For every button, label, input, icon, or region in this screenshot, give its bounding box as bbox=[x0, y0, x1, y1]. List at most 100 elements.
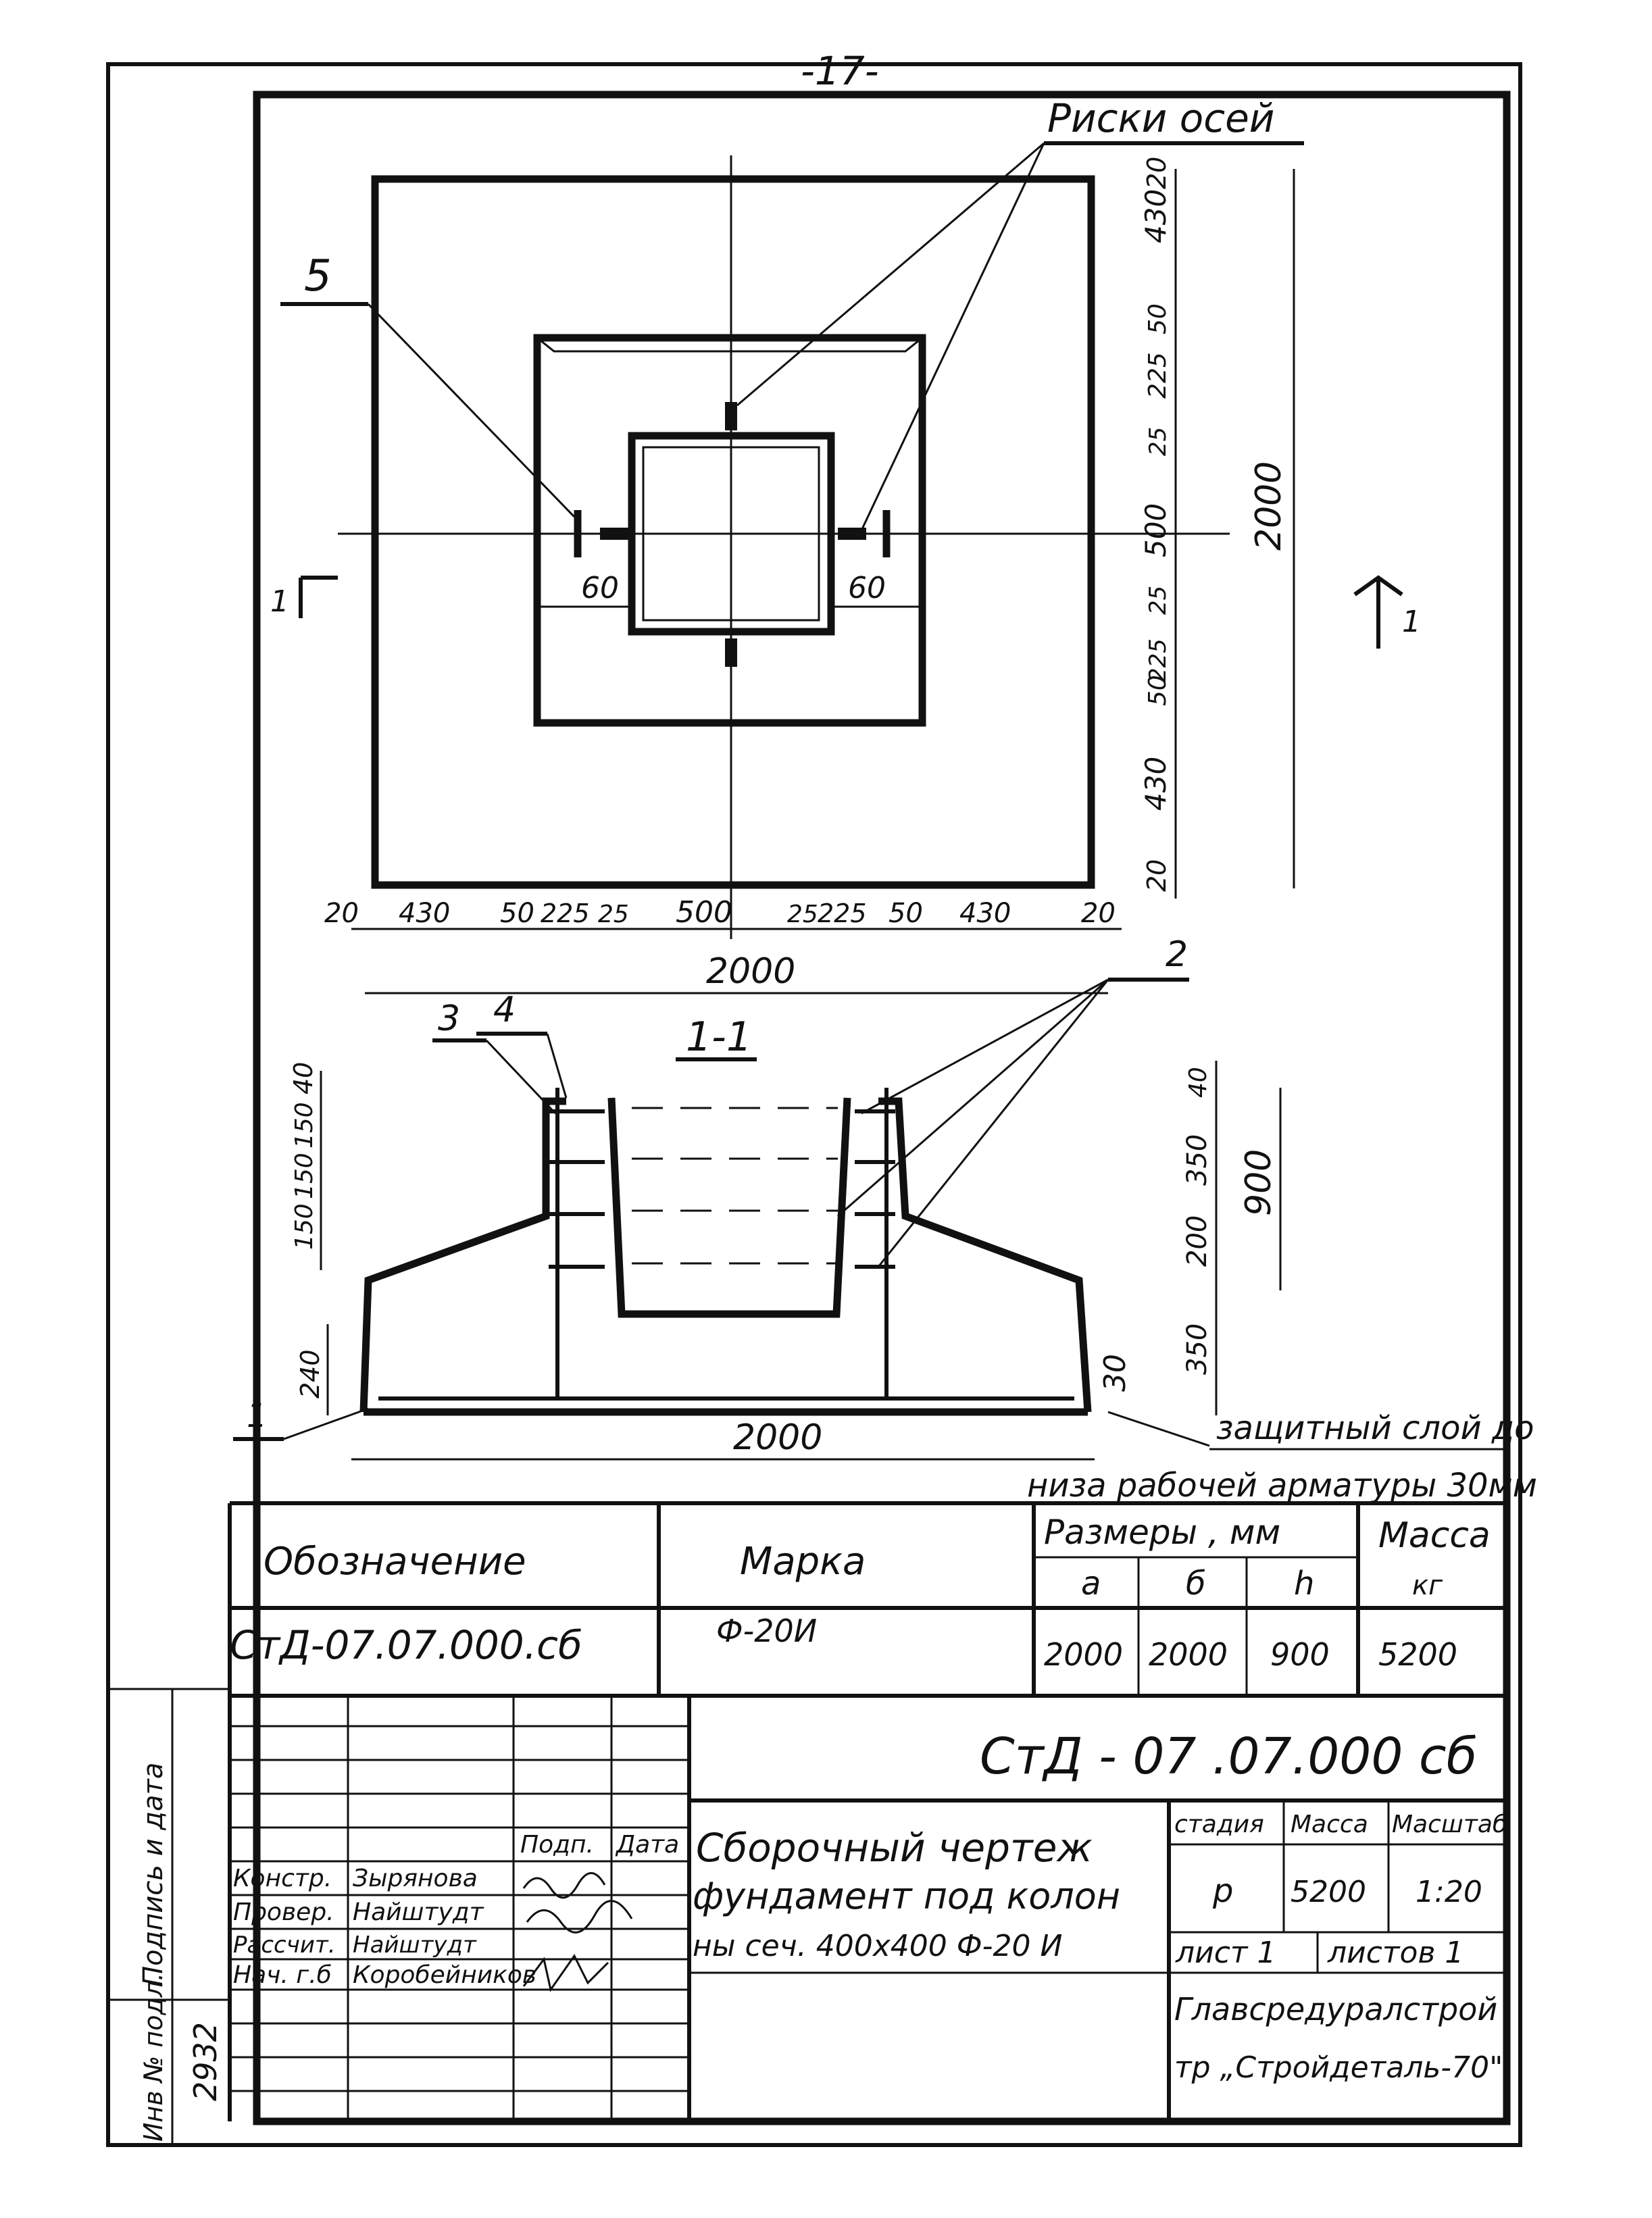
section-profile-left bbox=[359, 1097, 566, 1413]
section-dim-left: 40 bbox=[289, 1062, 318, 1094]
section-mark-left-number: 1 bbox=[270, 584, 289, 619]
leader-3-number: 3 bbox=[438, 999, 460, 1039]
hdr-dim-b: б bbox=[1186, 1565, 1206, 1603]
axis-marks-leader-2 bbox=[860, 143, 1045, 531]
tb-stage-label: стадия bbox=[1174, 1811, 1264, 1838]
axis-tick-left bbox=[600, 528, 628, 540]
hdr-mass: Масса bbox=[1378, 1515, 1491, 1556]
section-dim-right: 200 bbox=[1182, 1215, 1213, 1267]
title-block: СтД - 07 .07.000 сб Сборочный чертеж фун… bbox=[230, 1696, 1507, 2121]
tb-title-line3: ны сеч. 400х400 Ф-20 И bbox=[693, 1929, 1062, 1963]
plan-dim-right: 430 bbox=[1139, 189, 1172, 243]
name-2: Найштудт bbox=[353, 1932, 477, 1959]
tb-stage-value: р bbox=[1212, 1872, 1233, 1910]
leader-1-number: 1 bbox=[247, 1397, 268, 1435]
section-profile-right bbox=[878, 1097, 1092, 1413]
name-0: Зырянова bbox=[353, 1865, 478, 1892]
plan-dim-bottom: 225 bbox=[818, 899, 867, 928]
axis-marks-leader-1 bbox=[736, 142, 1045, 407]
stamp-inv-value: 2932 bbox=[187, 2022, 224, 2101]
plan-dim-right: 500 bbox=[1139, 503, 1172, 557]
plan-dim-bottom: 500 bbox=[676, 895, 732, 930]
leader-4-line bbox=[546, 1033, 568, 1099]
leader-4-number: 4 bbox=[493, 990, 516, 1030]
leader-3-line bbox=[485, 1039, 557, 1115]
row-mark: Ф-20И bbox=[716, 1613, 817, 1649]
role-0: Констр. bbox=[233, 1865, 332, 1892]
tb-org-line2: тр „Стройдеталь-70" bbox=[1174, 2050, 1503, 2085]
tb-title-line2: фундамент под колон bbox=[693, 1875, 1120, 1917]
plan-dim-bottom: 25 bbox=[598, 901, 629, 928]
plan-dim-right: 20 bbox=[1142, 859, 1172, 892]
leader-5-number: 5 bbox=[304, 251, 332, 301]
name-3: Коробейников bbox=[353, 1961, 536, 1989]
plan-dim-right: 430 bbox=[1139, 757, 1172, 811]
date-header: Дата bbox=[615, 1831, 679, 1859]
name-1: Найштудт bbox=[353, 1898, 484, 1926]
signature-0 bbox=[522, 1872, 606, 1899]
axis-tick-right bbox=[838, 528, 866, 540]
note-leader bbox=[1107, 1411, 1210, 1447]
stamp-inv-label: Инв № подл. bbox=[139, 1973, 168, 2142]
plan-outer-slab bbox=[371, 175, 1095, 889]
section-base-width: 2000 bbox=[733, 1417, 822, 1458]
dim-60-left: 60 bbox=[581, 571, 619, 605]
inner-frame bbox=[253, 91, 1511, 2125]
row-mass: 5200 bbox=[1378, 1636, 1457, 1673]
sig-header: Подп. bbox=[520, 1831, 594, 1859]
role-3: Нач. г.б bbox=[233, 1961, 332, 1989]
hdr-mass-unit: кг bbox=[1412, 1570, 1443, 1601]
page-number: -17- bbox=[801, 48, 879, 94]
cover-dim: 30 bbox=[1098, 1354, 1132, 1392]
row-a: 2000 bbox=[1044, 1636, 1123, 1673]
section-dim-right: 350 bbox=[1182, 1324, 1213, 1375]
plan-total-width: 2000 bbox=[706, 951, 795, 992]
stamp-sign-label: Подпись и дата bbox=[138, 1763, 169, 1986]
hdr-dim-h: h bbox=[1294, 1565, 1314, 1603]
leader-2-b bbox=[837, 978, 1109, 1217]
plan-dim-right: 225 bbox=[1144, 352, 1172, 399]
leader-2-a bbox=[861, 978, 1109, 1115]
dim-60-right: 60 bbox=[848, 571, 886, 605]
plan-dim-bottom: 20 bbox=[1081, 898, 1116, 929]
leader-2-number: 2 bbox=[1166, 934, 1188, 975]
tb-scale-value: 1:20 bbox=[1416, 1875, 1482, 1909]
plan-dim-bottom: 50 bbox=[500, 898, 534, 929]
section-view: 1-1 2 3 4 bbox=[233, 934, 1537, 1505]
section-dim-left: 150 bbox=[291, 1102, 318, 1149]
hdr-dim-a: a bbox=[1081, 1565, 1101, 1603]
section-mark-right-number: 1 bbox=[1402, 605, 1421, 639]
tb-org-line1: Главсредуралстрой bbox=[1174, 1991, 1497, 2027]
section-dim-right: 40 bbox=[1184, 1067, 1212, 1098]
note-line2: низа рабочей арматуры 30мм bbox=[1027, 1467, 1537, 1505]
section-socket bbox=[607, 1097, 851, 1318]
plan-dim-bottom: 430 bbox=[399, 898, 450, 929]
tb-sheet-label: лист 1 bbox=[1175, 1936, 1276, 1970]
row-b: 2000 bbox=[1149, 1636, 1228, 1673]
axis-marks-label: Риски осей bbox=[1047, 95, 1274, 141]
plan-dim-bottom: 20 bbox=[324, 898, 359, 929]
plan-dim-right: 50 bbox=[1144, 303, 1172, 334]
tb-mass-label: Масса bbox=[1291, 1811, 1368, 1838]
note-line1: защитный слой до bbox=[1216, 1409, 1534, 1447]
plan-dim-bottom: 430 bbox=[959, 898, 1011, 929]
tb-doc-code: СтД - 07 .07.000 сб bbox=[980, 1728, 1477, 1786]
hdr-dimensions: Размеры , мм bbox=[1044, 1513, 1280, 1552]
signature-3 bbox=[522, 1954, 609, 1992]
plan-dim-right: 225 bbox=[1145, 638, 1172, 682]
hdr-mark: Марка bbox=[740, 1540, 866, 1584]
role-1: Провер. bbox=[233, 1898, 334, 1926]
tb-sheets-label: листов 1 bbox=[1327, 1936, 1463, 1970]
tb-title-line1: Сборочный чертеж bbox=[696, 1825, 1093, 1871]
plan-dim-bottom: 225 bbox=[541, 899, 590, 928]
plan-dim-right: 25 bbox=[1145, 427, 1172, 456]
section-dim-left: 150 bbox=[291, 1203, 318, 1250]
axis-tick-top bbox=[725, 402, 737, 430]
section-total-height: 900 bbox=[1238, 1149, 1279, 1216]
plan-total-height: 2000 bbox=[1249, 461, 1289, 551]
